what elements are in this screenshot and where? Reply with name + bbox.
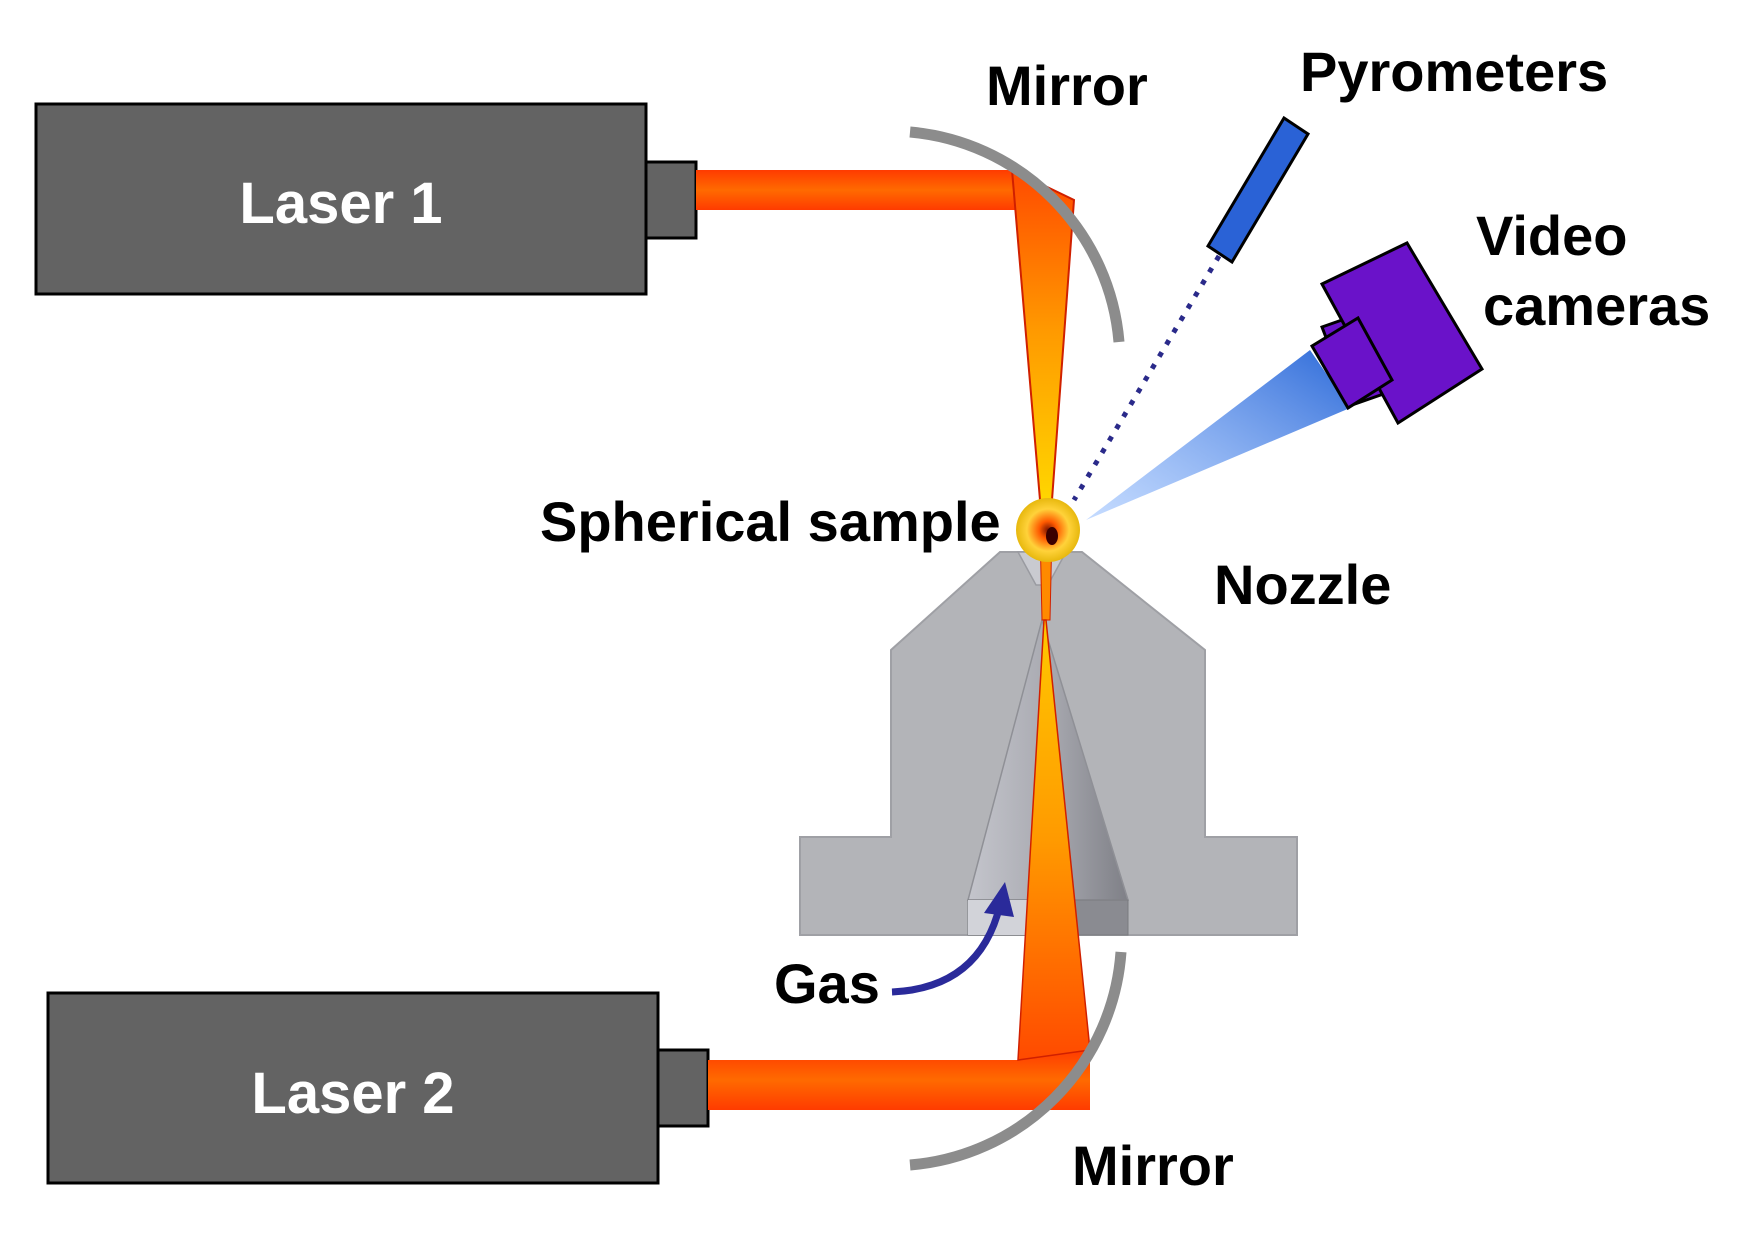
gas-label: Gas bbox=[774, 952, 880, 1015]
mirror-top-label: Mirror bbox=[986, 54, 1148, 117]
spherical-sample bbox=[1016, 498, 1080, 562]
bottom-mirror bbox=[909, 951, 1127, 1171]
mirror-bottom-label: Mirror bbox=[1072, 1134, 1234, 1197]
laser-2-beam bbox=[708, 619, 1091, 1110]
spherical-sample-label: Spherical sample bbox=[540, 490, 1001, 553]
laser-1-box bbox=[34, 102, 698, 296]
laser-2-box bbox=[46, 991, 710, 1185]
gas-arrow-icon bbox=[891, 882, 1014, 996]
video-cameras-label-line1: Video bbox=[1476, 204, 1628, 267]
laser-1-label: Laser 1 bbox=[239, 171, 443, 236]
top-mirror bbox=[909, 126, 1125, 343]
pyrometer-icon bbox=[1071, 115, 1311, 502]
video-camera-icon bbox=[1086, 241, 1485, 520]
pyrometers-label: Pyrometers bbox=[1300, 40, 1609, 103]
laser-2-label: Laser 2 bbox=[251, 1061, 455, 1126]
laser-1-beam bbox=[696, 168, 1076, 621]
nozzle-label: Nozzle bbox=[1214, 553, 1392, 616]
video-cameras-label-line2: cameras bbox=[1483, 274, 1711, 337]
